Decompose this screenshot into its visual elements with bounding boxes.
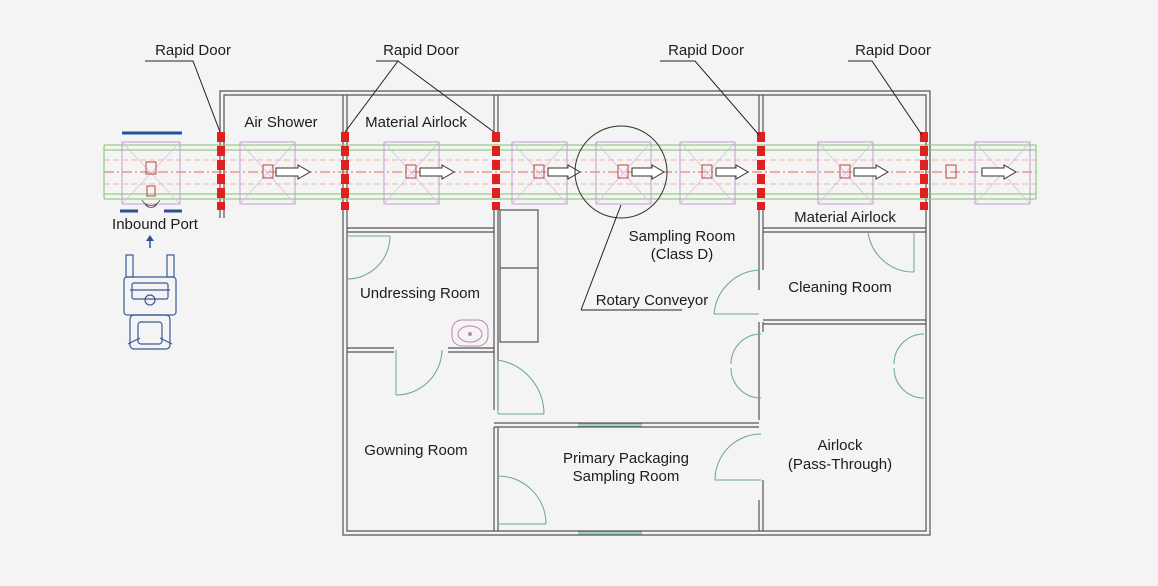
conveyor-line [103,144,1037,200]
cart-material-airlock-2 [817,141,889,205]
swing-doors [346,231,925,535]
carts [121,141,1031,205]
label-undressing-room: Undressing Room [360,285,480,302]
label-air-shower: Air Shower [244,114,317,131]
label-gowning-room: Gowning Room [364,442,467,459]
direction-arrow-icon [275,164,311,180]
direction-arrow-icon [853,164,889,180]
cart-sampling-3 [679,141,749,205]
label-rotary-conveyor: Rotary Conveyor [596,292,709,309]
direction-arrow-icon [715,164,749,180]
label-rapid-door-2: Rapid Door [383,42,459,59]
rotary-conveyor-circle [574,125,668,219]
label-rapid-door-3: Rapid Door [668,42,744,59]
leader-lines [145,60,923,311]
label-sampling-room-class: (Class D) [651,246,714,263]
cart-material-airlock [383,141,455,205]
cart-sampling-1 [511,141,581,205]
cart-air-shower [239,141,311,205]
rapid-door-4 [920,132,928,210]
direction-arrow-icon [981,164,1017,180]
cart-outbound [945,141,1031,205]
cart-sampling-2 [595,141,665,205]
walls [219,90,931,536]
rapid-door-2b [492,132,500,210]
label-primary-packaging: Primary Packaging [563,450,689,467]
direction-arrow-icon [631,164,665,180]
label-rapid-door-1: Rapid Door [155,42,231,59]
rapid-door-3 [757,132,765,210]
rapid-door-1 [217,132,225,210]
up-arrow-icon [146,235,154,248]
cart-inbound [121,141,181,205]
rapid-door-2a [341,132,349,210]
label-sampling-room: Sampling Room [629,228,736,245]
label-primary-packaging-2: Sampling Room [573,468,680,485]
label-material-airlock-top: Material Airlock [365,114,467,131]
label-cleaning-room: Cleaning Room [788,279,891,296]
agv-robot-icon [123,254,177,350]
sink-icon [451,319,489,347]
label-inbound-port: Inbound Port [112,216,199,233]
label-rapid-door-4: Rapid Door [855,42,931,59]
label-airlock-pass-through: (Pass-Through) [788,456,892,473]
inbound-port [120,131,182,213]
direction-arrow-icon [419,164,455,180]
label-material-airlock-right: Material Airlock [794,209,896,226]
label-airlock: Airlock [817,437,863,454]
direction-arrow-icon [547,164,581,180]
